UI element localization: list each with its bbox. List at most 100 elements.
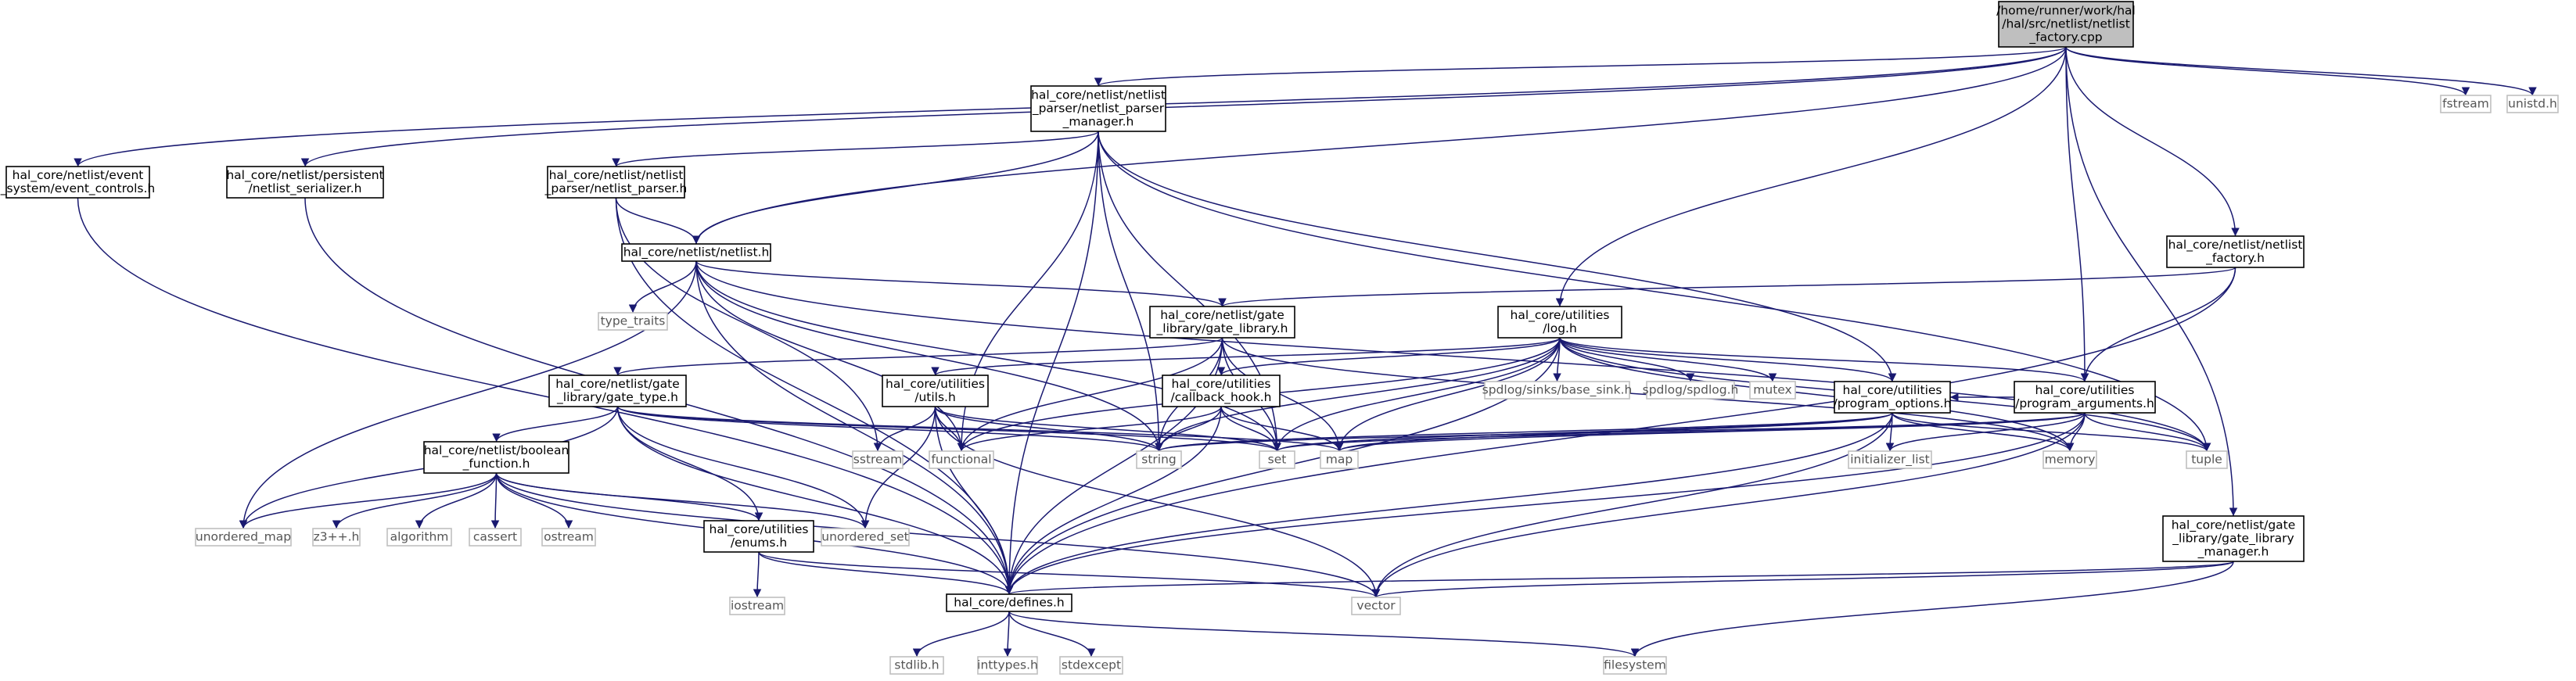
edge-log-to-pa xyxy=(1559,337,2089,382)
edge-root-to-npm xyxy=(1094,46,2067,87)
node-hal-core-netlist-gate-library-gate-library-manager-h[interactable]: hal_core/netlist/gate_library/gate_libra… xyxy=(2162,515,2305,562)
node-label-line: mutex xyxy=(1753,383,1791,397)
edge-en-to-vector xyxy=(758,551,1380,598)
node-label-line: hal_core/utilities xyxy=(1172,377,1271,392)
node-hal-core-utilities-utils-h[interactable]: hal_core/utilities/utils.h xyxy=(882,375,989,407)
node-hal-core-netlist-gate-library-gate-library-h[interactable]: hal_core/netlist/gate_library/gate_libra… xyxy=(1149,306,1295,339)
node-label-line: ostream xyxy=(544,530,594,544)
edge-log-to-map xyxy=(1335,337,1561,452)
edge-nl-to-set xyxy=(695,260,1281,452)
node-label-line: /callback_hook.h xyxy=(1171,390,1272,405)
edge-def-to-fs xyxy=(1008,611,1639,658)
edge-po-to-vector xyxy=(1371,412,1893,598)
node-label-line: iostream xyxy=(731,599,784,613)
node-functional: functional xyxy=(929,450,994,469)
node-box xyxy=(1646,381,1735,400)
edge-ut-to-set xyxy=(934,406,1281,452)
node-label-line: unordered_map xyxy=(196,530,291,545)
node-box xyxy=(1834,381,1951,414)
node-z3-h: z3++.h xyxy=(312,528,361,547)
node-hal-core-utilities-callback-hook-h[interactable]: hal_core/utilities/callback_hook.h xyxy=(1162,375,1281,407)
node-hal-core-defines-h[interactable]: hal_core/defines.h xyxy=(946,593,1072,612)
node-box xyxy=(1603,656,1667,675)
node-label-line: _factory.h xyxy=(2205,251,2265,266)
edge-bf-to-ostream xyxy=(495,472,573,529)
node-label-line: hal_core/netlist/netlist xyxy=(1031,88,1166,103)
edge-glm-to-def xyxy=(1005,561,2234,595)
node-label-line: /netlist_serializer.h xyxy=(249,181,362,196)
edge-root-to-unistd xyxy=(2065,46,2537,96)
node-box xyxy=(621,243,771,262)
edge-po-to-memory xyxy=(1892,412,2075,452)
edge-root-to-log xyxy=(1555,46,2067,307)
edge-cb-to-functional xyxy=(957,406,1222,452)
edge-pa-to-tuple xyxy=(2084,412,2211,452)
node-algorithm: algorithm xyxy=(386,528,452,547)
edge-bf-to-vector xyxy=(495,472,1381,598)
node-hal-core-netlist-gate-library-gate-type-h[interactable]: hal_core/netlist/gate_library/gate_type.… xyxy=(548,375,687,407)
node-unordered-set: unordered_set xyxy=(821,528,910,547)
node-label-line: unordered_set xyxy=(821,530,908,545)
node-initializer-list: initializer_list xyxy=(1848,450,1932,469)
edge-log-to-ut xyxy=(931,337,1561,376)
edge-def-to-stdexcept xyxy=(1008,611,1096,658)
node-box xyxy=(423,441,569,474)
node-label-line: stdlib.h xyxy=(894,658,939,672)
node-string: string xyxy=(1136,450,1182,469)
node-stdexcept: stdexcept xyxy=(1059,656,1123,675)
node-label-line: hal_core/netlist/gate xyxy=(1160,308,1284,323)
node-label-line: _function.h xyxy=(462,457,530,471)
node-box xyxy=(1848,450,1932,469)
node-hal-core-utilities-program-arguments-h[interactable]: hal_core/utilities/program_arguments.h xyxy=(2014,381,2156,414)
node-hal-core-netlist-event-system-event-controls-h[interactable]: hal_core/netlist/event_system/event_cont… xyxy=(0,166,155,199)
node-hal-core-netlist-boolean-function-h[interactable]: hal_core/netlist/boolean_function.h xyxy=(423,441,569,474)
node-label-line: _library/gate_library.h xyxy=(1156,321,1288,336)
node-box xyxy=(821,528,910,547)
edge-npm-to-nl xyxy=(692,131,1099,245)
node-label-line: fstream xyxy=(2442,97,2489,111)
node-hal-core-netlist-netlist-factory-h[interactable]: hal_core/netlist/netlist_factory.h xyxy=(2166,235,2305,268)
node-hal-core-utilities-enums-h[interactable]: hal_core/utilities/enums.h xyxy=(703,520,814,553)
node-box xyxy=(2042,450,2097,469)
node-box xyxy=(1998,1,2134,48)
node-label-line: hal_core/netlist/gate xyxy=(2172,518,2296,533)
edge-pa-to-vector xyxy=(1371,412,2086,598)
edge-po-to-tuple xyxy=(1892,412,2211,452)
edge-root-to-pa xyxy=(2065,46,2089,382)
edge-nl-to-tuple xyxy=(695,260,2211,452)
node-label-line: spdlog/sinks/base_sink.h xyxy=(1482,383,1633,398)
node-label-line: map xyxy=(1326,453,1353,467)
node-hal-core-utilities-program-options-h[interactable]: hal_core/utilities/program_options.h xyxy=(1834,381,1952,414)
node-label-line: _manager.h xyxy=(1062,115,1134,130)
node-hal-core-netlist-netlist-h[interactable]: hal_core/netlist/netlist.h xyxy=(621,243,771,262)
edge-bf-to-cassert xyxy=(490,472,500,529)
edge-root-to-ser xyxy=(301,46,2067,167)
node-label-line: hal_core/utilities xyxy=(710,522,809,537)
node-home-runner-work-hal-hal-src-netlist-netlist-factory-cpp[interactable]: /home/runner/work/hal/hal/src/netlist/ne… xyxy=(1996,1,2136,48)
node-hal-core-utilities-log-h[interactable]: hal_core/utilities/log.h xyxy=(1497,306,1622,339)
node-label-line: hal_core/utilities xyxy=(1843,383,1942,398)
edge-root-to-fstream xyxy=(2065,46,2470,96)
node-stdlib-h: stdlib.h xyxy=(889,656,944,675)
node-inttypes-h: inttypes.h xyxy=(977,656,1038,675)
edge-gt-to-string xyxy=(616,406,1163,452)
edge-gl-to-gt xyxy=(613,337,1223,376)
node-box xyxy=(1059,656,1123,675)
node-hal-core-netlist-netlist-parser-netlist-parser-manager-h[interactable]: hal_core/netlist/netlist_parser/netlist_… xyxy=(1030,85,1166,132)
node-box xyxy=(852,450,904,469)
node-hal-core-netlist-netlist-parser-netlist-parser-h[interactable]: hal_core/netlist/netlist_parser/netlist_… xyxy=(544,166,688,199)
node-label-line: /hal/src/netlist/netlist xyxy=(2002,17,2130,31)
edge-npm-to-np xyxy=(612,131,1099,167)
node-box xyxy=(2186,450,2228,469)
node-ostream: ostream xyxy=(541,528,596,547)
node-box xyxy=(1351,597,1401,615)
edge-log-to-memory xyxy=(1559,337,2075,452)
edge-root-to-nf xyxy=(2065,46,2240,237)
edge-pa-to-memory xyxy=(2065,412,2086,452)
node-box xyxy=(1030,85,1166,132)
node-hal-core-netlist-persistent-netlist-serializer-h[interactable]: hal_core/netlist/persistent/netlist_seri… xyxy=(226,166,384,199)
node-label-line: hal_core/netlist/event xyxy=(13,168,144,183)
edge-nf-to-pa xyxy=(2080,267,2236,382)
edge-bf-to-algo xyxy=(415,472,498,529)
